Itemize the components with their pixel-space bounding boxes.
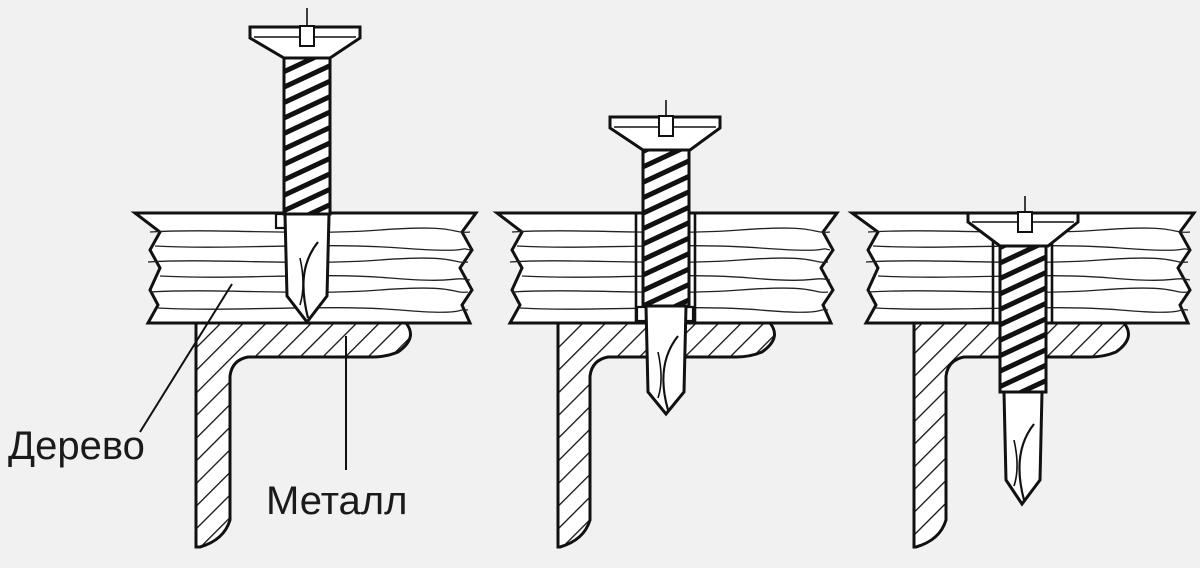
metal-angle-2 [556, 321, 776, 549]
drill-tip-1 [283, 212, 331, 325]
screw-1 [248, 8, 362, 325]
stage-3 [847, 196, 1197, 549]
label-metal: Металл [266, 479, 408, 523]
screw-thread-2 [641, 148, 691, 308]
label-wood: Дерево [8, 424, 145, 468]
metal-angle-3 [912, 321, 1130, 549]
stage-2 [492, 100, 840, 549]
screw-thread-3 [998, 244, 1048, 394]
stage-1 [130, 8, 479, 549]
leader-wood [139, 283, 233, 433]
screw-thread-1 [282, 56, 332, 216]
screw-3 [966, 196, 1080, 507]
screw-2 [608, 100, 722, 417]
metal-angle-1 [194, 321, 412, 549]
